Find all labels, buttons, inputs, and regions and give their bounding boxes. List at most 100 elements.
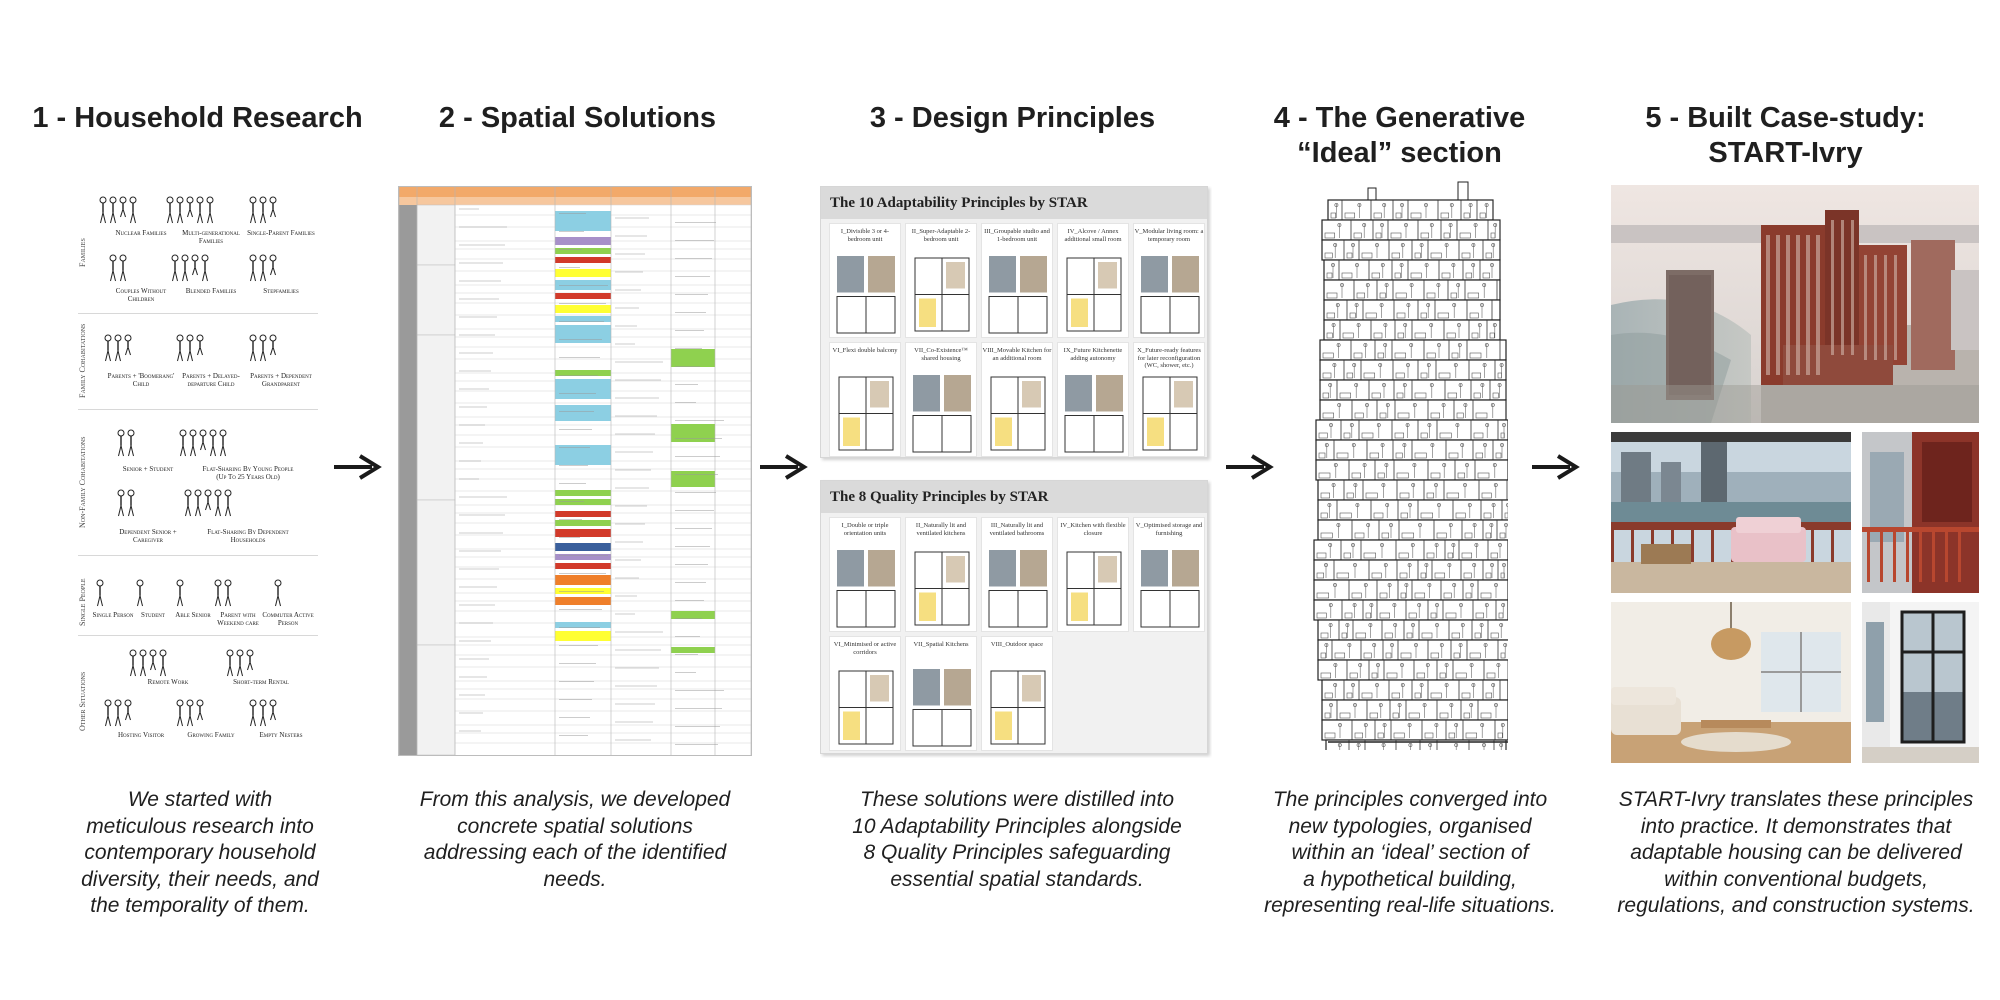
solution-cell [555,575,611,585]
principle-image [912,375,972,453]
solution-cell [555,543,611,551]
person-figure [226,649,254,677]
solution-cell [555,445,611,465]
principle-image [1140,550,1200,628]
solution-cell [555,379,611,399]
household-type: Empty Nesters [259,731,303,739]
person-figure [117,489,135,517]
solution-cell [555,554,611,560]
band-other-situations: Other Situations Remote Work Short-term … [78,635,318,740]
principle-card: III_Groupable studio and 1-bedroom unit [981,223,1053,338]
principle-card: II_Super-Adaptable 2-bedroom unit [905,223,977,338]
building-section [1313,181,1508,750]
title-line: 1 - Household Research [32,102,363,134]
principle-image [988,256,1048,334]
table-subheader [399,197,751,205]
person-figure [176,699,204,727]
caption-line: concrete spatial solutions [457,814,693,838]
principle-image [836,256,896,334]
principle-label: V_Modular living room: a temporary room [1134,228,1204,243]
household-type: Commuter Active Person [262,611,314,627]
balcony-photo [1611,432,1851,593]
principle-label: IX_Future Kitchenette adding autonomy [1063,347,1123,362]
solution-cell [555,280,611,290]
solution-cell [671,647,715,653]
principle-card: III_Naturally lit and ventilated bathroo… [981,517,1053,632]
caption-line: We started with [127,788,273,811]
group-cell [416,264,456,336]
solutions-matrix [399,187,751,755]
solution-cell [555,211,611,231]
caption-generative-section: The principles converged into new typolo… [1240,787,1580,920]
solution-cell [555,529,611,537]
principle-label: V_Optimised storage and furnishing [1135,522,1203,537]
solution-cell [671,611,715,619]
caption-line: These solutions were distilled into [860,788,1174,811]
person-figure [176,334,204,362]
household-type: Single-Parent Families [247,229,315,237]
person-figure [249,254,277,282]
principle-card: VIII_Outdoor space [981,636,1053,751]
principle-card: VII_Spatial Kitchens [905,636,977,751]
band-single-people: Single People Single Person Student Able… [78,555,318,636]
caption-design-principles: These solutions were distilled into 10 A… [822,787,1212,893]
solution-cell [555,631,611,641]
adaptability-principles-board: The 10 Adaptability Principles by STAR I… [820,186,1208,458]
title-line: 2 - Spatial Solutions [438,102,717,134]
title-line: 4 - The Generative [1273,102,1526,134]
caption-line: diversity, their needs, and [81,867,319,891]
principle-image [912,669,972,747]
household-research-panel: Families Nuclear Families Multi-generati… [78,185,318,740]
caption-line: needs. [543,867,607,891]
principle-label: I_Double or triple orientation units [841,522,889,537]
principle-image [990,376,1046,451]
household-type: Student [141,611,165,619]
principle-image [1066,551,1122,626]
caption-line: the temporality of them. [90,894,310,917]
household-type: Short-term Rental [233,678,289,686]
principle-image [838,670,894,745]
principle-label: IV_Alcove / Annex additional small room [1064,228,1122,243]
person-figure [176,579,184,607]
person-figure [129,649,167,677]
principle-image [914,551,970,626]
caption-line: The principles converged into [1272,788,1548,811]
caption-line: into practice. It demonstrates that [1640,814,1952,838]
generative-section-drawing [1308,180,1508,750]
principle-image [1066,257,1122,332]
caption-line: adaptable housing can be delivered [1630,841,1962,864]
person-figure [109,254,127,282]
household-type: Parents + Dependent Grandparent [250,372,312,388]
caption-household-research: We started with meticulous research into… [55,787,345,920]
solution-cell [555,597,611,605]
board-title: The 10 Adaptability Principles by STAR [821,187,1207,219]
principle-label: X_Future-ready features for later reconf… [1137,347,1201,369]
principle-image [914,257,970,332]
aerial-photo [1611,185,1979,423]
solution-cell [555,520,611,526]
category-column [399,205,417,755]
solution-cell [555,511,611,517]
person-figure [249,699,277,727]
principle-label: VI_Minimised or active corridors [833,641,897,656]
board-title: The 8 Quality Principles by STAR [821,481,1207,513]
principle-card: VI_Minimised or active corridors [829,636,901,751]
solution-cell [555,269,611,277]
principle-card: IX_Future Kitchenette adding autonomy [1057,342,1129,457]
people-illustrations [96,196,282,727]
person-figure [179,429,227,457]
person-figure [136,579,144,607]
principle-card: VII_Co-Existence™ shared housing [905,342,977,457]
household-type: Single Person [92,611,134,619]
household-type: Parent with Weekend care [217,611,259,627]
spatial-solutions-table [398,186,752,756]
red-balcony-photo [1862,432,1979,593]
arrow-right-icon [1226,454,1274,480]
household-type: Flat-Sharing By Young People (Up To 25 Y… [202,465,294,481]
band-non-family-cohabitations: Non-Family Cohabitations Senior + Studen… [78,409,318,556]
household-type: Nuclear Families [115,229,167,237]
caption-line: From this analysis, we developed [419,788,731,811]
title-line: “Ideal” section [1297,137,1502,169]
solution-cell [555,588,611,594]
person-figure [184,489,232,517]
